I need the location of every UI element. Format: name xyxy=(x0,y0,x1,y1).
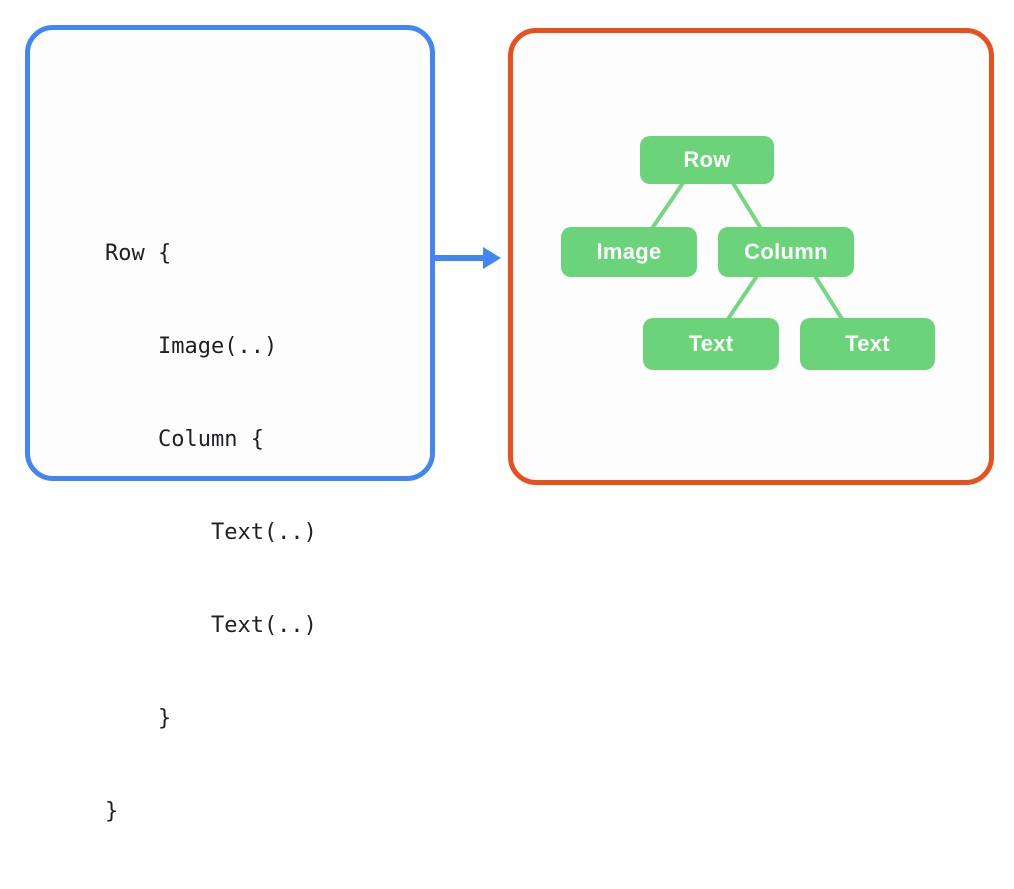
code-line: } xyxy=(105,706,172,731)
right-arrow-icon xyxy=(483,247,501,269)
code-line: Row { xyxy=(105,241,172,266)
tree-node-image: Image xyxy=(561,227,697,277)
code-line: Text(..) xyxy=(105,613,317,638)
tree-node-column: Column xyxy=(718,227,854,277)
connector-line-row-image xyxy=(651,181,685,229)
code-line: Column { xyxy=(105,427,264,452)
connector-line-column-text1 xyxy=(726,274,759,321)
code-line: Text(..) xyxy=(105,520,317,545)
connector-line-column-text2 xyxy=(813,274,844,321)
right-arrow-shaft xyxy=(435,255,483,261)
tree-node-text-2: Text xyxy=(800,318,935,370)
connector-line-row-column xyxy=(731,181,762,229)
tree-node-row: Row xyxy=(640,136,774,184)
tree-node-text-1: Text xyxy=(643,318,779,370)
tree-panel: Row Image Column Text Text xyxy=(508,28,994,485)
code-panel: Row { Image(..) Column { Text(..) Text(.… xyxy=(25,25,435,824)
code-block: Row { Image(..) Column { Text(..) Text(.… xyxy=(105,176,317,889)
code-line: } xyxy=(105,799,119,824)
tree-connectors xyxy=(651,181,844,321)
code-line: Image(..) xyxy=(105,334,278,359)
